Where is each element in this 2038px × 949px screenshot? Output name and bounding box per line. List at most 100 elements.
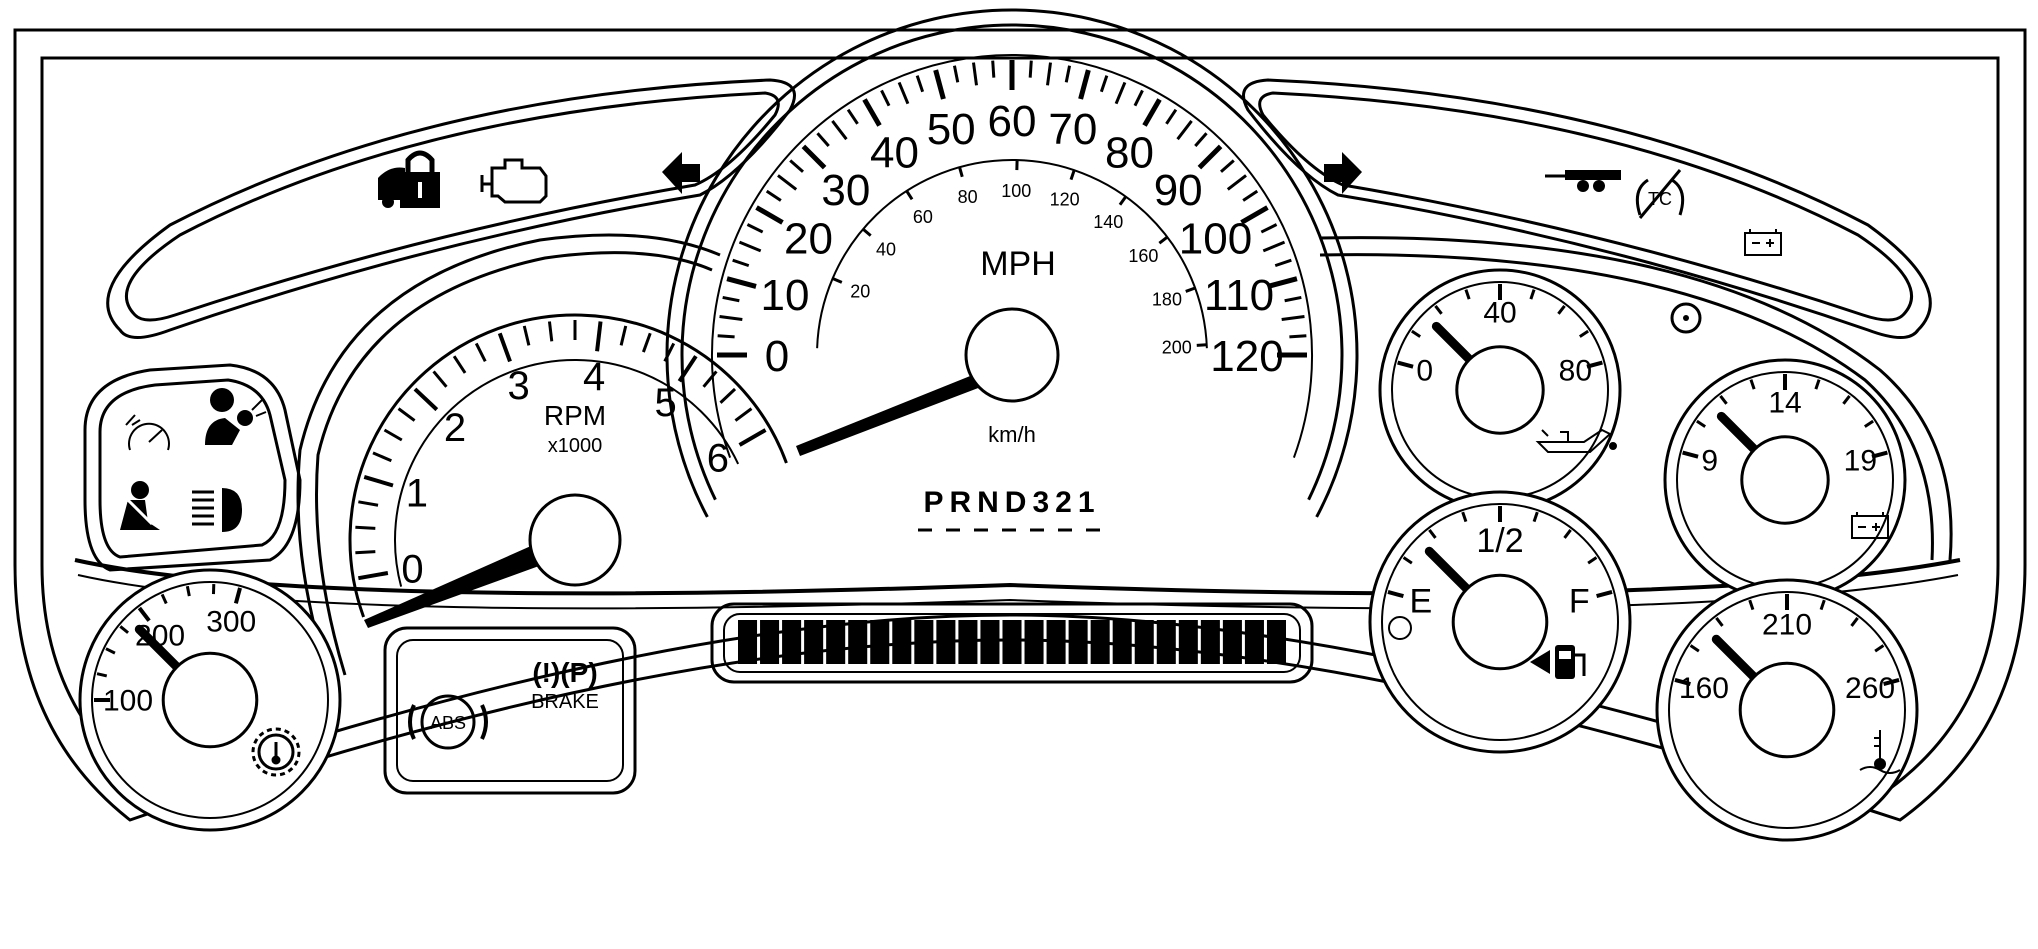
fuel-gauge-label: E bbox=[1409, 583, 1432, 621]
speedometer-tick bbox=[1199, 146, 1220, 167]
tachometer-tick bbox=[476, 343, 485, 361]
traction-control-label: TC bbox=[1648, 189, 1672, 209]
speedometer-mph-label: 90 bbox=[1154, 166, 1203, 215]
left-indicator-pod bbox=[85, 365, 300, 570]
speedometer-tick bbox=[832, 121, 846, 139]
speedometer-kmh-tick bbox=[833, 278, 842, 282]
tachometer-labels: RPM x1000 bbox=[544, 400, 606, 457]
odometer-segment bbox=[1091, 620, 1110, 664]
tachometer-multiplier-label: x1000 bbox=[548, 435, 603, 457]
charging-battery-icon bbox=[1745, 229, 1781, 255]
trailer-icon bbox=[1545, 170, 1621, 192]
speedometer-hub bbox=[966, 309, 1058, 401]
tachometer-tick bbox=[621, 326, 626, 345]
speedometer-tick bbox=[1221, 160, 1234, 171]
speedometer-kmh-tick bbox=[863, 229, 871, 235]
right-upper-pod bbox=[1244, 80, 1931, 338]
brake-symbols: (!)(P) bbox=[532, 657, 597, 688]
seatbelt-icon bbox=[120, 481, 160, 530]
transmission-temp-gauge-hub bbox=[163, 653, 257, 747]
odometer-segment bbox=[1113, 620, 1132, 664]
speedometer-kmh-tick bbox=[1186, 288, 1195, 291]
tachometer-tick bbox=[358, 573, 388, 578]
fuel-gauge-label: F bbox=[1569, 583, 1590, 621]
speedometer-tick bbox=[803, 146, 824, 167]
odometer-segment bbox=[1201, 620, 1220, 664]
tachometer-units-label: RPM bbox=[544, 400, 606, 431]
odometer-segment bbox=[1267, 620, 1286, 664]
speedometer-tick bbox=[739, 242, 760, 251]
odometer-segment bbox=[914, 620, 933, 664]
speedometer-tick bbox=[790, 160, 803, 171]
speedometer-tick bbox=[865, 100, 880, 126]
odometer-segment bbox=[892, 620, 911, 664]
speedometer-tick bbox=[1261, 225, 1276, 233]
tachometer-tick-label: 4 bbox=[583, 355, 605, 399]
tachometer-tick bbox=[355, 552, 375, 553]
odometer-segment bbox=[760, 620, 779, 664]
speedometer-tick bbox=[993, 61, 994, 78]
speedometer-kmh-label: 80 bbox=[958, 187, 978, 207]
speedometer-kmh-label: 100 bbox=[1001, 181, 1031, 201]
tachometer-tick bbox=[358, 502, 378, 505]
speedometer-kmh-label: 200 bbox=[1162, 337, 1192, 357]
tachometer-tick-label: 0 bbox=[401, 548, 423, 592]
tachometer-tick bbox=[454, 356, 465, 373]
tachometer-hub bbox=[530, 495, 620, 585]
odometer-segment bbox=[1179, 620, 1198, 664]
odometer-segment bbox=[826, 620, 845, 664]
voltmeter-label: 9 bbox=[1701, 444, 1718, 477]
speedometer-tick bbox=[899, 82, 908, 103]
speedometer-mph-label: 120 bbox=[1210, 332, 1283, 381]
speedometer-tick bbox=[1101, 76, 1106, 92]
speedometer-tick bbox=[1282, 316, 1305, 319]
speedometer-kmh-tick bbox=[1071, 170, 1074, 179]
odometer-segment bbox=[958, 620, 977, 664]
speedometer-mph-label: 70 bbox=[1048, 105, 1097, 154]
brake-label: BRAKE bbox=[531, 691, 599, 713]
speedometer-kmh-label: 40 bbox=[876, 239, 896, 259]
tachometer-tick bbox=[364, 477, 393, 486]
odometer-segment bbox=[1157, 620, 1176, 664]
security-lock-icon bbox=[378, 153, 440, 208]
speedometer-kmh-tick bbox=[1159, 237, 1167, 243]
odometer-segment bbox=[1069, 620, 1088, 664]
speedometer-tick bbox=[817, 133, 828, 146]
speedometer-kmh-label: 20 bbox=[850, 281, 870, 301]
coolant-temp-gauge-label: 210 bbox=[1762, 609, 1812, 642]
tachometer-tick bbox=[373, 453, 391, 461]
speedometer-tick bbox=[1066, 66, 1069, 83]
indicator-lamp-dot bbox=[1672, 304, 1700, 332]
speedometer-tick bbox=[1081, 70, 1089, 99]
speedometer-tick bbox=[757, 208, 783, 223]
odometer-segment bbox=[1135, 620, 1154, 664]
oil-pressure-gauge-label: 80 bbox=[1559, 354, 1592, 387]
abs-label: ABS bbox=[430, 713, 466, 733]
speedometer-mph-label: 80 bbox=[1105, 128, 1154, 177]
oil-pressure-gauge-hub bbox=[1457, 347, 1543, 433]
speedometer-tick bbox=[1116, 82, 1125, 103]
speedometer-mph-label: 50 bbox=[927, 105, 976, 154]
speedometer-kmh-label: 140 bbox=[1093, 212, 1123, 232]
tachometer-tick bbox=[500, 333, 510, 361]
high-beam-icon bbox=[192, 488, 242, 532]
speedometer-tick bbox=[1275, 260, 1291, 265]
tachometer-tick-label: 2 bbox=[444, 406, 466, 450]
odometer-segment bbox=[848, 620, 867, 664]
odometer-segment bbox=[980, 620, 999, 664]
fuel-gauge-label: 1/2 bbox=[1476, 522, 1523, 560]
voltmeter-label: 14 bbox=[1768, 387, 1801, 420]
tachometer-tick bbox=[399, 409, 415, 421]
abs-brake-panel: ABS (!)(P) BRAKE bbox=[385, 628, 635, 793]
speedometer-mph-label: 30 bbox=[821, 166, 870, 215]
speedometer-tick bbox=[848, 110, 857, 124]
transmission-temp-gauge-label: 100 bbox=[103, 685, 153, 718]
odometer-segments bbox=[738, 620, 1286, 664]
voltmeter-hub bbox=[1742, 437, 1828, 523]
speedometer-kmh-tick bbox=[1197, 345, 1207, 346]
speedometer-tick bbox=[1243, 191, 1257, 200]
speedometer-mph-label: 0 bbox=[765, 332, 789, 381]
left-upper-pod bbox=[108, 80, 795, 338]
